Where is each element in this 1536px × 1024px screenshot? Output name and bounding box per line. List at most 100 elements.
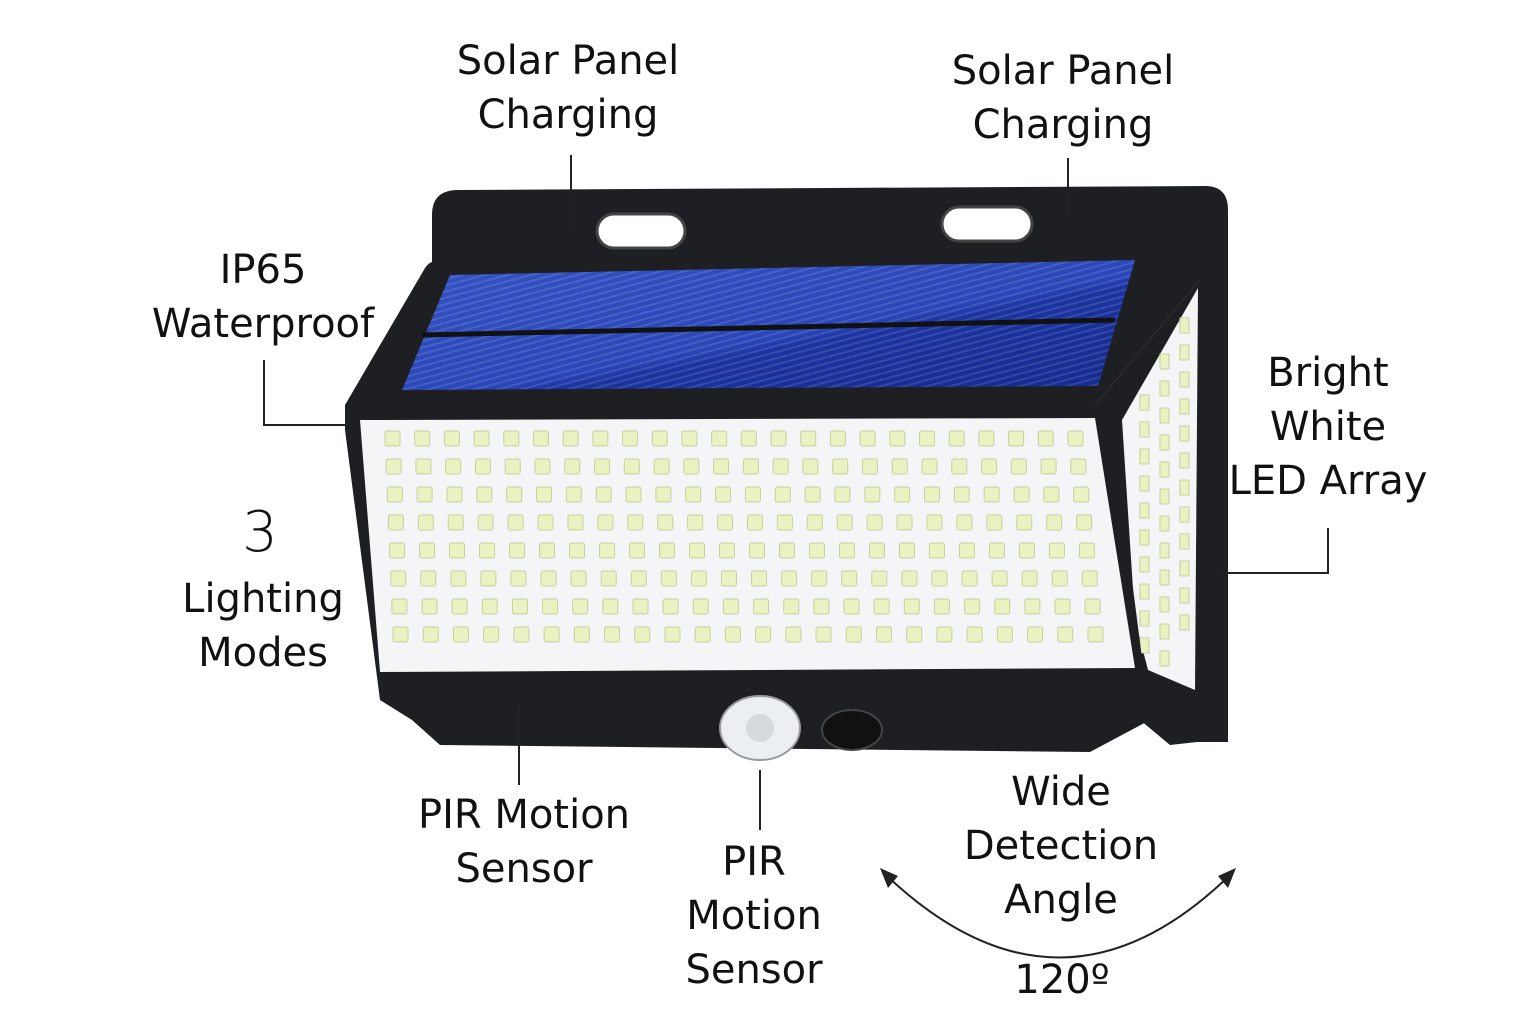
led: [923, 486, 940, 503]
led: [966, 626, 983, 643]
led: [690, 570, 707, 587]
led: [604, 626, 621, 643]
side-led: [1159, 407, 1170, 424]
led: [933, 598, 950, 615]
led: [451, 598, 468, 615]
led: [567, 514, 584, 531]
side-led: [1139, 448, 1150, 465]
led: [687, 514, 704, 531]
led: [722, 598, 739, 615]
led: [991, 570, 1008, 587]
led: [445, 458, 462, 475]
led: [443, 430, 460, 447]
led: [811, 570, 828, 587]
led: [592, 430, 609, 447]
side-led: [1179, 560, 1190, 577]
led: [838, 542, 855, 559]
led: [622, 430, 639, 447]
led: [953, 486, 970, 503]
led: [602, 598, 619, 615]
side-led: [1139, 529, 1150, 546]
led: [961, 570, 978, 587]
side-led: [1179, 533, 1190, 550]
led: [988, 542, 1005, 559]
led: [623, 458, 640, 475]
led: [627, 514, 644, 531]
led: [480, 570, 497, 587]
led: [841, 570, 858, 587]
led: [1021, 570, 1038, 587]
led: [781, 570, 798, 587]
led: [476, 486, 493, 503]
back-plate: [432, 186, 1228, 742]
led: [958, 542, 975, 559]
led: [506, 486, 523, 503]
side-led: [1159, 461, 1170, 478]
led: [783, 598, 800, 615]
arrowhead-left: [880, 868, 898, 888]
led: [994, 598, 1011, 615]
led: [385, 458, 402, 475]
led: [632, 598, 649, 615]
led: [630, 570, 647, 587]
led: [694, 626, 711, 643]
led: [447, 514, 464, 531]
led: [510, 570, 527, 587]
led: [477, 514, 494, 531]
side-led: [1179, 479, 1190, 496]
led: [562, 430, 579, 447]
led: [829, 430, 846, 447]
led: [719, 542, 736, 559]
led: [981, 458, 998, 475]
led: [507, 514, 524, 531]
led: [452, 626, 469, 643]
side-led: [1179, 317, 1190, 334]
led: [1027, 626, 1044, 643]
led: [808, 542, 825, 559]
led: [948, 430, 965, 447]
led: [683, 458, 700, 475]
led: [600, 570, 617, 587]
side-led: [1139, 556, 1150, 573]
led: [1040, 458, 1057, 475]
led: [1046, 514, 1063, 531]
led: [740, 430, 757, 447]
led: [655, 486, 672, 503]
led: [417, 514, 434, 531]
led: [689, 542, 706, 559]
led: [537, 514, 554, 531]
led: [772, 458, 789, 475]
led: [901, 570, 918, 587]
led: [1084, 598, 1101, 615]
led: [387, 514, 404, 531]
led: [504, 458, 521, 475]
led: [1076, 514, 1093, 531]
side-led: [1139, 475, 1150, 492]
side-led: [1159, 650, 1170, 667]
led: [742, 458, 759, 475]
side-led: [1159, 515, 1170, 532]
led: [421, 598, 438, 615]
led: [449, 542, 466, 559]
led: [951, 458, 968, 475]
led: [662, 598, 679, 615]
led: [774, 486, 791, 503]
led: [894, 486, 911, 503]
led: [806, 514, 823, 531]
led: [414, 430, 431, 447]
side-led: [1179, 452, 1190, 469]
led: [415, 458, 432, 475]
led: [919, 430, 936, 447]
led: [389, 542, 406, 559]
led: [513, 626, 530, 643]
led: [956, 514, 973, 531]
led: [542, 598, 559, 615]
led: [595, 486, 612, 503]
led: [748, 542, 765, 559]
led: [570, 570, 587, 587]
side-led: [1159, 623, 1170, 640]
led: [1016, 514, 1033, 531]
led: [746, 514, 763, 531]
